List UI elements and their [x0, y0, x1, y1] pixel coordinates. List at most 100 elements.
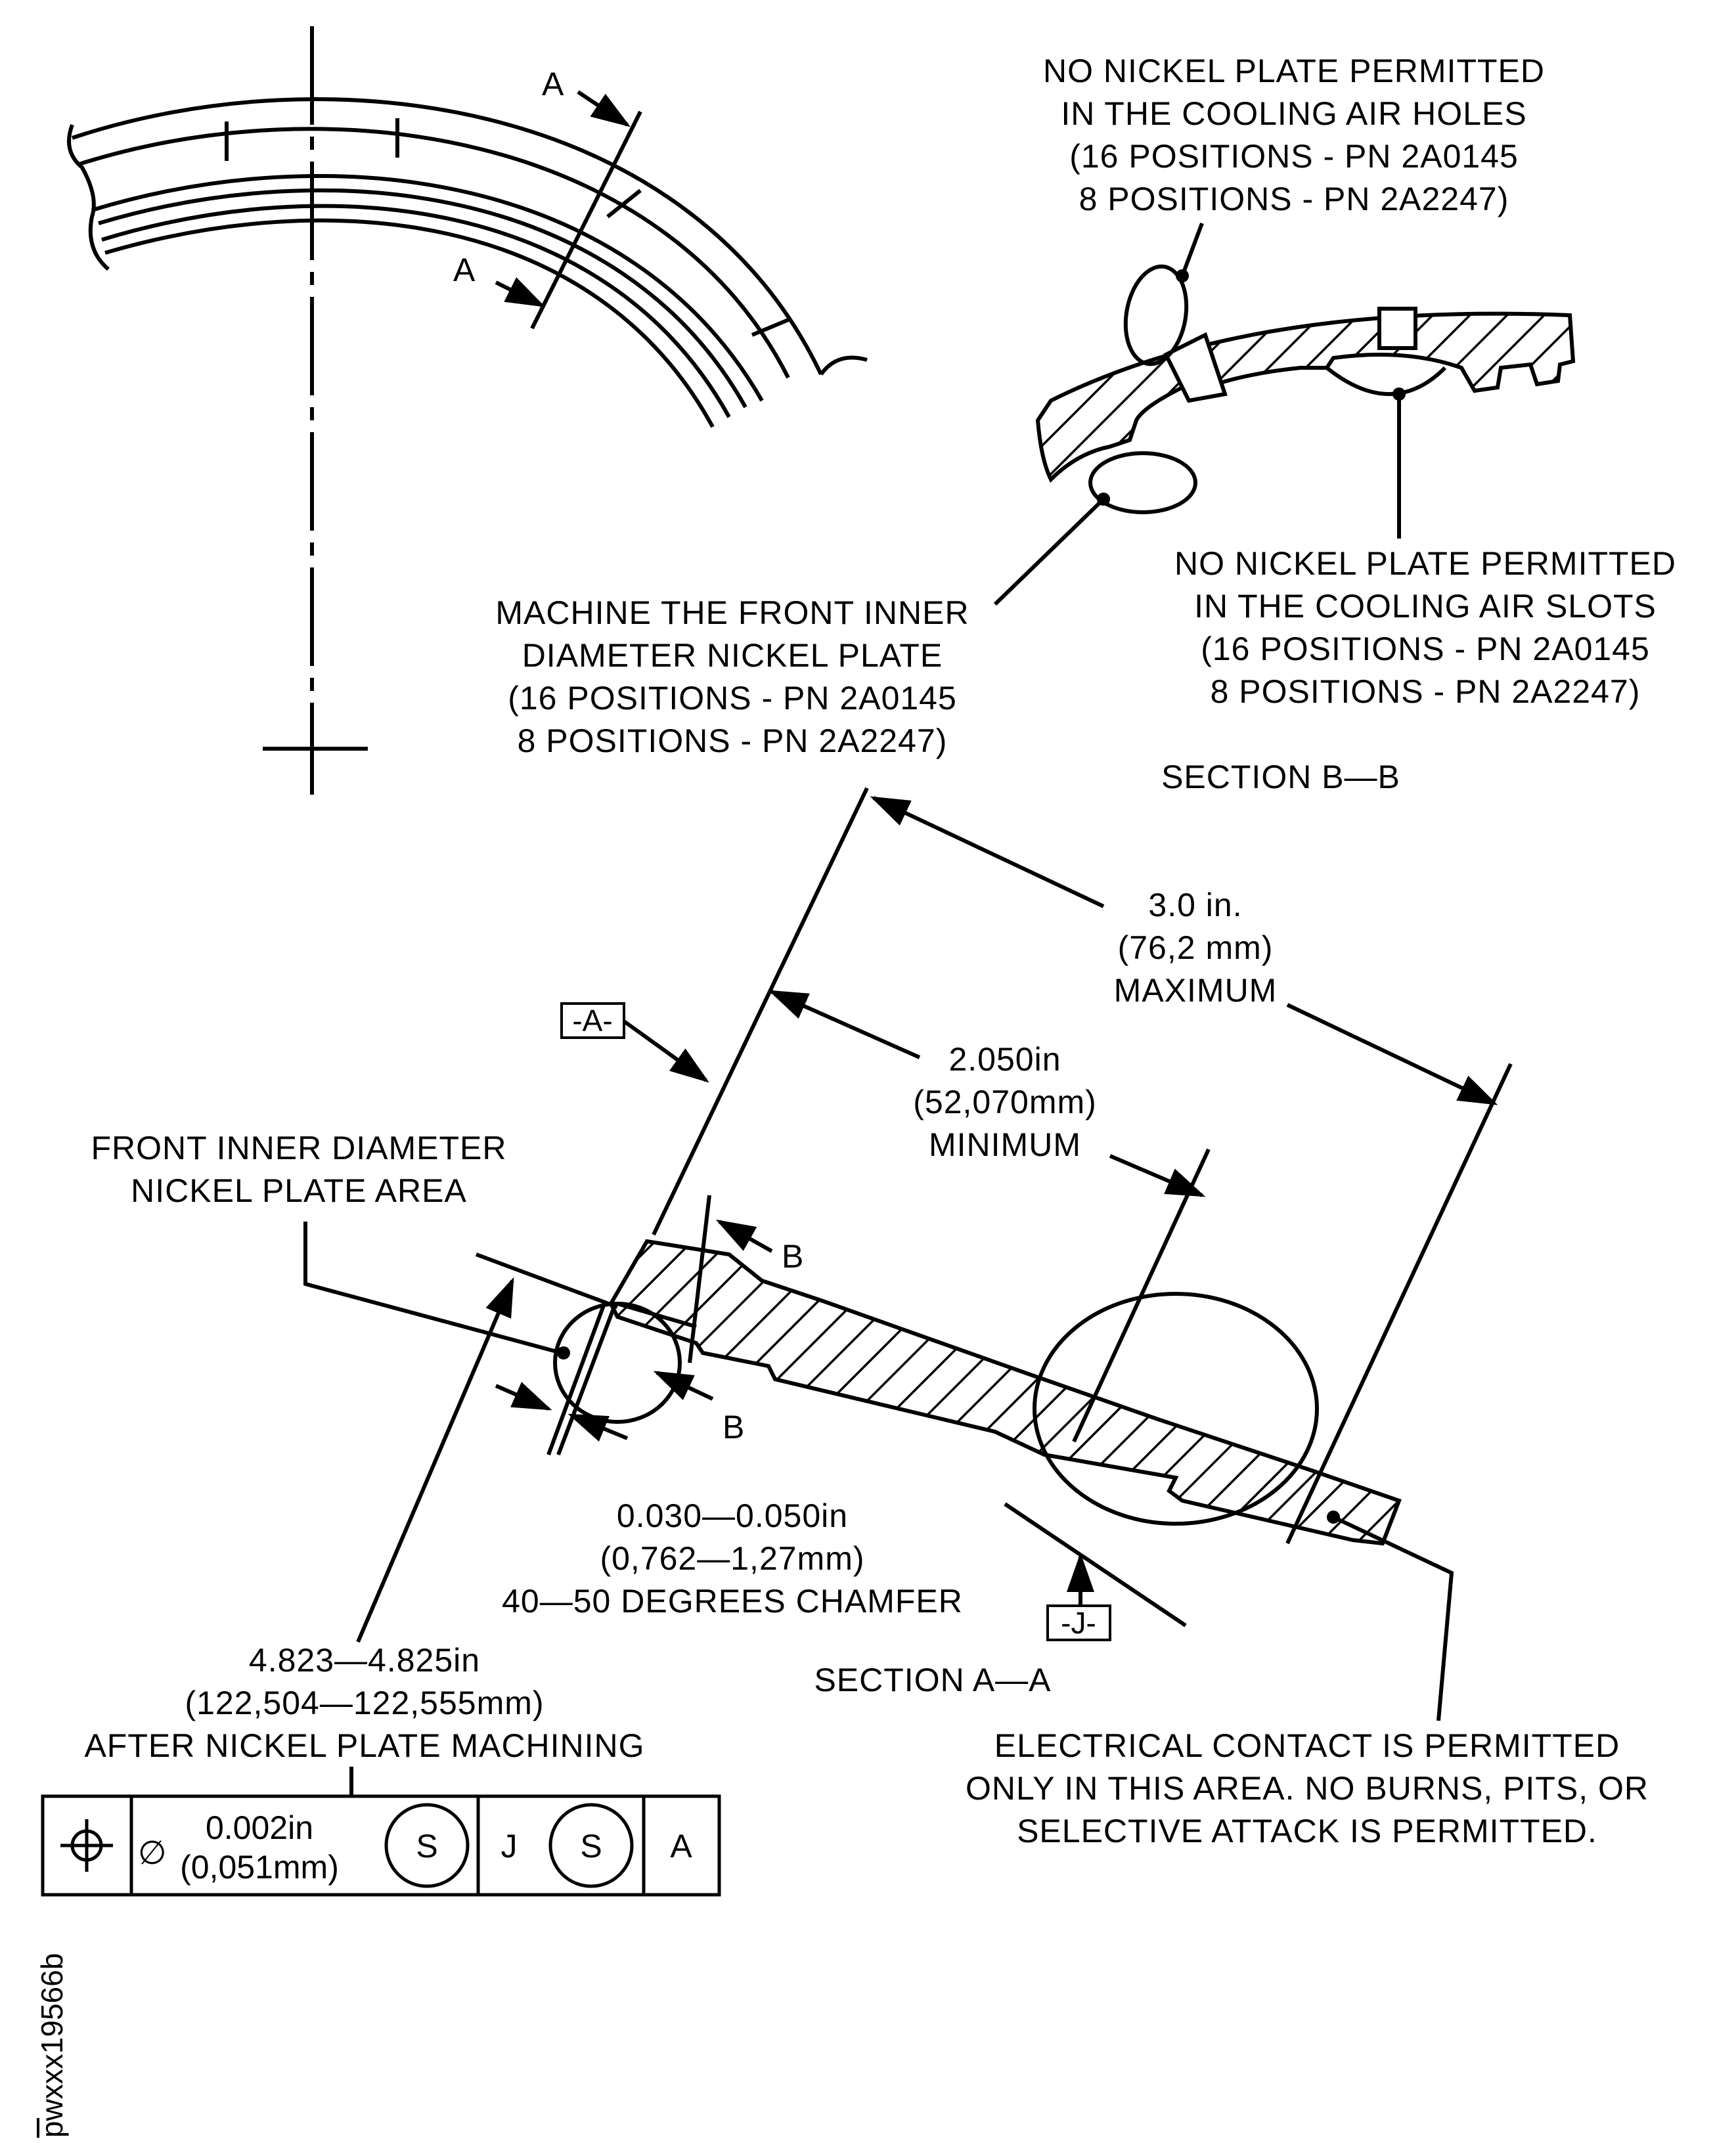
section-a-arrow-bottom: [495, 277, 546, 307]
front-area-note: FRONT INNER DIAMETER NICKEL PLATE AREA: [91, 1130, 507, 1209]
contact-note-line1: ELECTRICAL CONTACT IS PERMITTED: [994, 1727, 1620, 1764]
ring-inner-arc: [104, 218, 715, 428]
section-b-arrow-bottom: [653, 1371, 714, 1401]
ring-arc-4: [98, 188, 747, 409]
fcf-modifier-2: S: [580, 1828, 602, 1865]
slots-note-line2: IN THE COOLING AIR SLOTS: [1194, 588, 1657, 625]
max-dim-line1: 3.0 in.: [1148, 887, 1242, 923]
cooling-air-slot: [1377, 307, 1417, 350]
ring-arc-5: [101, 204, 731, 418]
ring-break-right: [819, 355, 868, 376]
machine-note-line4: 8 POSITIONS - PN 2A2247): [518, 722, 948, 759]
machine-leader: [993, 497, 1105, 606]
contact-leader: [1332, 1515, 1454, 1721]
datum-a-label: -A-: [572, 1004, 612, 1038]
datum-j-surface-line: [1004, 1502, 1187, 1627]
chamfer-extension-left: [546, 1302, 606, 1456]
section-a-cut-line: [530, 110, 642, 330]
fcf-tolerance-in: 0.002in: [206, 1809, 313, 1846]
holes-note-line2: IN THE COOLING AIR HOLES: [1061, 95, 1526, 132]
chamfer-line1: 0.030—0.050in: [617, 1497, 848, 1534]
machine-note-line1: MACHINE THE FRONT INNER: [495, 594, 969, 631]
slots-note: NO NICKEL PLATE PERMITTED IN THE COOLING…: [1174, 545, 1676, 710]
ring-arc-3: [91, 173, 764, 402]
fcf-datum-2: A: [670, 1828, 692, 1865]
min-dim-line-left: [768, 990, 921, 1059]
slots-note-line1: NO NICKEL PLATE PERMITTED: [1174, 545, 1676, 582]
chamfer-extension-right: [556, 1306, 616, 1456]
figure-id: pwxxx19566b: [35, 1953, 69, 2138]
ring-slot-tick: [606, 188, 642, 219]
feature-control-frame: ∅ 0.002in (0,051mm) S J S A: [41, 1794, 721, 1897]
ring-break-left: [67, 123, 110, 271]
chamfer-arrow-left: [495, 1382, 552, 1411]
fcf-tolerance-mm: (0,051mm): [180, 1849, 339, 1886]
datum-a-box: -A-: [560, 1002, 709, 1083]
diameter-symbol: ∅: [138, 1834, 167, 1871]
machine-callout-loop: [1088, 451, 1197, 514]
max-dim-line-left: [870, 796, 1105, 908]
diameter-line2: (122,504—122,555mm): [185, 1685, 544, 1721]
chamfer-line3: 40—50 DEGREES CHAMFER: [502, 1583, 963, 1620]
max-dim-line-right: [1286, 1003, 1498, 1105]
machine-note: MACHINE THE FRONT INNER DIAMETER NICKEL …: [495, 594, 969, 759]
min-dim-line1: 2.050in: [948, 1041, 1061, 1078]
slots-note-line3: (16 POSITIONS - PN 2A0145: [1201, 630, 1650, 667]
datum-j-label: -J-: [1061, 1606, 1096, 1640]
contact-note: ELECTRICAL CONTACT IS PERMITTED ONLY IN …: [966, 1727, 1649, 1849]
diameter-line1: 4.823—4.825in: [249, 1642, 480, 1679]
holes-note-line1: NO NICKEL PLATE PERMITTED: [1043, 53, 1545, 89]
section-b-title: SECTION B—B: [1161, 759, 1400, 795]
slots-note-line4: 8 POSITIONS - PN 2A2247): [1211, 673, 1641, 710]
diameter-note: 4.823—4.825in (122,504—122,555mm) AFTER …: [84, 1642, 644, 1764]
fcf-datum-1: J: [501, 1828, 518, 1865]
diameter-leader: [356, 1277, 514, 1643]
min-dim-line2: (52,070mm): [913, 1084, 1097, 1120]
ring-partial-view: A A: [67, 26, 868, 795]
machine-note-line3: (16 POSITIONS - PN 2A0145: [508, 680, 957, 717]
diameter-line3: AFTER NICKEL PLATE MACHINING: [84, 1727, 644, 1764]
contact-area-loop: [1033, 1292, 1319, 1526]
datum-a-leader: [623, 1019, 709, 1083]
holes-note-line3: (16 POSITIONS - PN 2A0145: [1069, 138, 1519, 175]
contact-note-line3: SELECTIVE ATTACK IS PERMITTED.: [1017, 1813, 1597, 1849]
front-area-leader: [303, 1222, 562, 1355]
section-marker-b-top: B: [782, 1238, 804, 1275]
machine-note-line2: DIAMETER NICKEL PLATE: [522, 637, 943, 674]
chamfer-note: 0.030—0.050in (0,762—1,27mm) 40—50 DEGRE…: [502, 1497, 963, 1620]
front-area-line2: NICKEL PLATE AREA: [131, 1172, 467, 1209]
datum-j-box: -J-: [1046, 1604, 1111, 1641]
section-a-title: SECTION A—A: [814, 1662, 1051, 1698]
holes-leader: [1180, 222, 1204, 277]
section-marker-a-bottom: A: [453, 252, 476, 288]
section-a-body: [608, 1239, 1402, 1546]
section-b-cut-line: [688, 1195, 711, 1363]
ring-outer-arc: [72, 97, 823, 376]
holes-note: NO NICKEL PLATE PERMITTED IN THE COOLING…: [1043, 53, 1545, 217]
holes-callout-loop: [1123, 264, 1189, 366]
max-dim-line2: (76,2 mm): [1118, 929, 1274, 966]
front-area-dot: [557, 1346, 570, 1359]
min-dim-line3: MINIMUM: [929, 1126, 1081, 1163]
ring-slot-tick: [751, 317, 793, 337]
max-dim-line3: MAXIMUM: [1114, 972, 1278, 1009]
section-marker-b-bottom: B: [723, 1409, 745, 1446]
max-dimension: 3.0 in. (76,2 mm) MAXIMUM: [1114, 887, 1278, 1009]
cooling-air-hole: [1163, 332, 1228, 403]
rfs-modifier-circle: [548, 1803, 634, 1888]
section-b-drawing: [993, 222, 1576, 606]
holes-note-line4: 8 POSITIONS - PN 2A2247): [1079, 181, 1509, 217]
min-dimension: 2.050in (52,070mm) MINIMUM: [913, 1041, 1097, 1163]
contact-note-line2: ONLY IN THIS AREA. NO BURNS, PITS, OR: [966, 1770, 1649, 1807]
chamfer-arrow-right: [568, 1413, 629, 1442]
chamfer-extension-top: [475, 1252, 619, 1309]
min-dim-line-right: [1109, 1154, 1206, 1197]
front-area-line1: FRONT INNER DIAMETER: [91, 1130, 507, 1166]
fcf-modifier-1: S: [416, 1828, 437, 1865]
position-icon: [60, 1819, 113, 1872]
extension-line-max: [1285, 1063, 1513, 1545]
section-b-arrow-top: [715, 1220, 773, 1253]
slots-callout-loop: [1325, 366, 1447, 396]
ring-arc-2: [78, 127, 790, 379]
